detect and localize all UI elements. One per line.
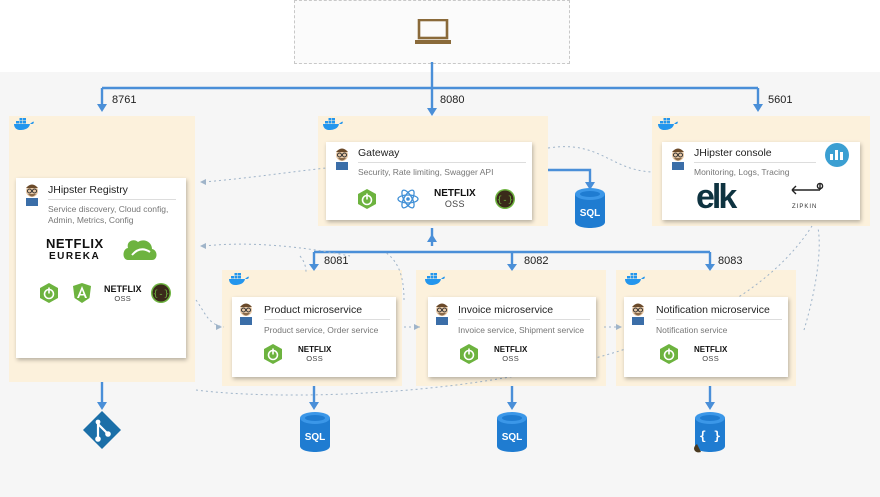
sql-label: SQL [304,432,326,443]
netflix-oss-logo: NETFLIX OSS [104,284,142,303]
registry-title: JHipster Registry [48,184,128,196]
console-card: JHipster console Monitoring, Logs, Traci… [662,142,860,220]
nosql-database-icon: { } [693,410,727,459]
docker-icon [425,273,445,285]
port-label-gateway: 8080 [440,94,465,106]
jhipster-avatar-icon [632,303,644,325]
spring-boot-icon [264,344,282,364]
product-title: Product microservice [264,304,363,316]
jhipster-avatar-icon [436,303,448,325]
gateway-card: Gateway Security, Rate limiting, Swagger… [326,142,532,220]
kibana-icon [825,143,849,167]
netflix-oss-logo: NETFLIX OSS [298,345,331,363]
swagger-icon: {-} [495,189,515,209]
netflix-wordmark: NETFLIX [434,188,476,199]
gateway-title: Gateway [358,147,400,159]
registry-description: Service discovery, Cloud config, Admin, … [48,204,169,225]
console-description: Monitoring, Logs, Tracing [694,167,790,177]
gateway-description: Security, Rate limiting, Swagger API [358,167,494,177]
spring-boot-icon [460,344,478,364]
jhipster-avatar-icon [240,303,252,325]
product-divider [264,319,390,320]
spring-boot-icon [358,189,376,209]
oss-wordmark: OSS [306,354,324,363]
sql-database-icon: SQL [573,186,607,235]
docker-icon [323,118,343,130]
swagger-icon: {-} [151,283,171,303]
netflix-wordmark: NETFLIX [694,345,728,354]
product-description: Product service, Order service [264,325,379,335]
netflix-eureka-logo: NETFLIX EUREKA [46,236,104,262]
jhipster-avatar-icon [336,148,348,170]
elk-icon: elk [696,178,737,216]
netflix-oss-logo: NETFLIX OSS [694,345,727,363]
sql-database-icon: SQL [298,410,332,459]
notification-divider [656,319,782,320]
notification-title: Notification microservice [656,304,770,316]
client-box [294,0,570,64]
laptop-icon [415,19,451,44]
netflix-oss-logo: NETFLIX OSS [494,345,527,363]
netflix-wordmark: NETFLIX [104,284,142,294]
docker-icon [658,118,678,130]
react-icon [397,189,419,209]
sql-label: SQL [501,432,523,443]
registry-card: JHipster Registry Service discovery, Clo… [16,178,186,358]
oss-wordmark: OSS [702,354,720,363]
port-label-console: 5601 [768,94,793,106]
nosql-label: { } [699,429,721,443]
zipkin-icon [791,182,824,195]
registry-divider [48,199,176,200]
docker-icon [625,273,645,285]
console-title: JHipster console [694,147,772,159]
docker-icon [229,273,249,285]
notification-description: Notification service [656,325,728,335]
port-label-registry: 8761 [112,94,137,106]
port-label-product: 8081 [324,255,349,267]
spring-boot-icon [40,283,58,303]
angular-icon [73,283,91,303]
oss-wordmark: OSS [502,354,520,363]
invoice-description: Invoice service, Shipment service [458,325,585,335]
netflix-oss-logo: NETFLIX OSS [434,188,476,209]
oss-wordmark: OSS [114,294,132,303]
gateway-divider [358,162,526,163]
netflix-wordmark: NETFLIX [46,236,104,251]
oss-wordmark: OSS [444,199,465,209]
docker-icon [14,118,34,130]
eureka-wordmark: EUREKA [49,251,101,262]
notification-card: Notification microservice Notification s… [624,297,788,377]
invoice-title: Invoice microservice [458,304,554,316]
netflix-wordmark: NETFLIX [298,345,332,354]
spring-boot-icon [660,344,678,364]
invoice-card: Invoice microservice Invoice service, Sh… [428,297,596,377]
jhipster-avatar-icon [26,184,38,206]
product-card: Product microservice Product service, Or… [232,297,396,377]
invoice-divider [458,319,590,320]
zipkin-wordmark: ZIPKIN [792,204,818,210]
console-divider [694,162,816,163]
cloud-config-icon [123,240,157,260]
sql-database-icon: SQL [495,410,529,459]
netflix-wordmark: NETFLIX [494,345,528,354]
git-icon [83,411,121,449]
port-label-notification: 8083 [718,255,743,267]
svg-text:{-}: {-} [497,196,513,206]
svg-text:{-}: {-} [153,290,169,300]
jhipster-avatar-icon [672,148,684,170]
port-label-invoice: 8082 [524,255,549,267]
sql-label: SQL [579,208,601,219]
